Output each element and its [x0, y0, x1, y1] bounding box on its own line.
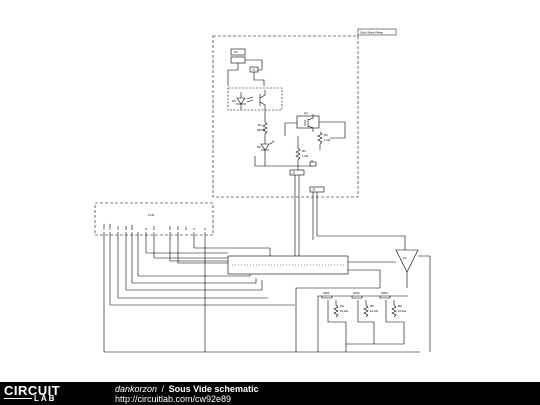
- d1-label: D1: [232, 99, 236, 103]
- lcd-pin-label: VSS: [102, 224, 106, 230]
- relay-box: [212, 35, 359, 198]
- lcd-pin-label: K: [203, 228, 207, 230]
- v1-label: 5V: [234, 50, 238, 54]
- relay-box-label: Solid State Relay: [360, 31, 384, 35]
- r2-value: 1 kΩ: [324, 138, 331, 142]
- lcd-pin-label: A: [192, 228, 196, 230]
- r3-value: 1 kΩ: [302, 154, 309, 158]
- logo-top-text: CIRCUIT: [4, 383, 61, 398]
- mosfet-label: Q1: [304, 111, 308, 115]
- lcd-pin-label: D4: [152, 226, 156, 230]
- lcd-label: LCD: [148, 213, 155, 217]
- lcd-pin-label: RS: [124, 226, 128, 230]
- j1-label: J1: [252, 68, 256, 72]
- lcd-pin-label: D7: [184, 226, 188, 230]
- lcd-pin-label: E: [144, 228, 148, 230]
- lcd-pin-labels: VSS VDD V0 RS RW E D4 D5 D6 D7 A K: [102, 223, 207, 230]
- footer-bar: CIRCUIT LAB dankorzon / Sous Vide schema…: [0, 382, 540, 405]
- schematic-title: Sous Vide schematic: [168, 384, 259, 394]
- r3-label: R3: [302, 149, 306, 153]
- rb1-value: 10 kΩ: [340, 309, 349, 313]
- rb2-value: 10 kΩ: [370, 309, 379, 313]
- logo-bottom-text: LAB: [34, 394, 57, 403]
- circuitlab-logo[interactable]: CIRCUIT LAB: [4, 382, 96, 405]
- r1-value: 330 Ω: [257, 128, 266, 132]
- rb1-label: R4: [340, 304, 344, 308]
- credits: dankorzon / Sous Vide schematic http://c…: [115, 384, 258, 404]
- j2-label: J2: [292, 171, 296, 175]
- sw1-label: SW1: [323, 291, 330, 295]
- rb3-label: R6: [398, 304, 402, 308]
- mcu-chip: [227, 255, 349, 275]
- lcd-pin-label: D6: [176, 226, 180, 230]
- lcd-pin-label: VDD: [108, 223, 112, 230]
- author-link[interactable]: dankorzon: [115, 384, 158, 394]
- sw3-label: SW3: [381, 291, 388, 295]
- r1-label: R1: [258, 123, 262, 127]
- schematic-canvas: Solid State Relay 5V J1 D1 Q1 R1 330 Ω D…: [94, 28, 431, 353]
- j3-label: J3: [312, 188, 316, 192]
- d2-label: D2: [257, 145, 261, 149]
- amp-label: U1: [403, 256, 407, 260]
- schematic-url[interactable]: http://circuitlab.com/cw92e89: [115, 394, 232, 404]
- opamp: [395, 249, 419, 273]
- logo-resistor-line: [4, 398, 32, 399]
- lcd-pin-label: D5: [168, 226, 172, 230]
- separator: /: [161, 384, 165, 394]
- rb2-label: R5: [370, 304, 374, 308]
- lcd-pin-label: RW: [130, 225, 134, 230]
- r2-label: R2: [324, 133, 328, 137]
- rb3-value: 10 kΩ: [398, 309, 407, 313]
- opto-box: [227, 87, 283, 111]
- sw2-label: SW2: [353, 291, 360, 295]
- lcd-pin-label: V0: [116, 226, 120, 230]
